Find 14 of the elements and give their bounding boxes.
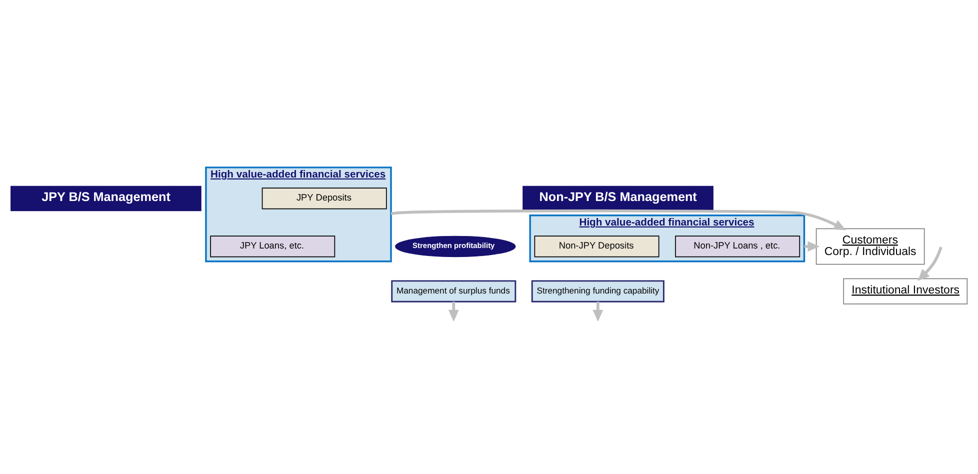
node-box: JPY Deposits: [262, 187, 387, 209]
node-box: JPY Loans, etc.: [210, 235, 336, 257]
node-box: Customers Corp. / Individuals: [816, 228, 925, 264]
arrow: [592, 301, 604, 320]
node-box: Management of surplus funds: [391, 280, 516, 302]
arrow: [390, 208, 846, 230]
node-box: Non-JPY Loans , etc.: [675, 235, 800, 257]
node-box: Institutional Investors: [843, 278, 968, 304]
node-box: Non-JPY B/S Management: [522, 185, 714, 211]
arrow: [918, 246, 942, 280]
node-box: Non-JPY Deposits: [534, 235, 660, 257]
node-box: Strengthening funding capability: [531, 280, 664, 302]
arrow: [448, 301, 459, 320]
node-box: JPY B/S Management: [10, 185, 202, 211]
